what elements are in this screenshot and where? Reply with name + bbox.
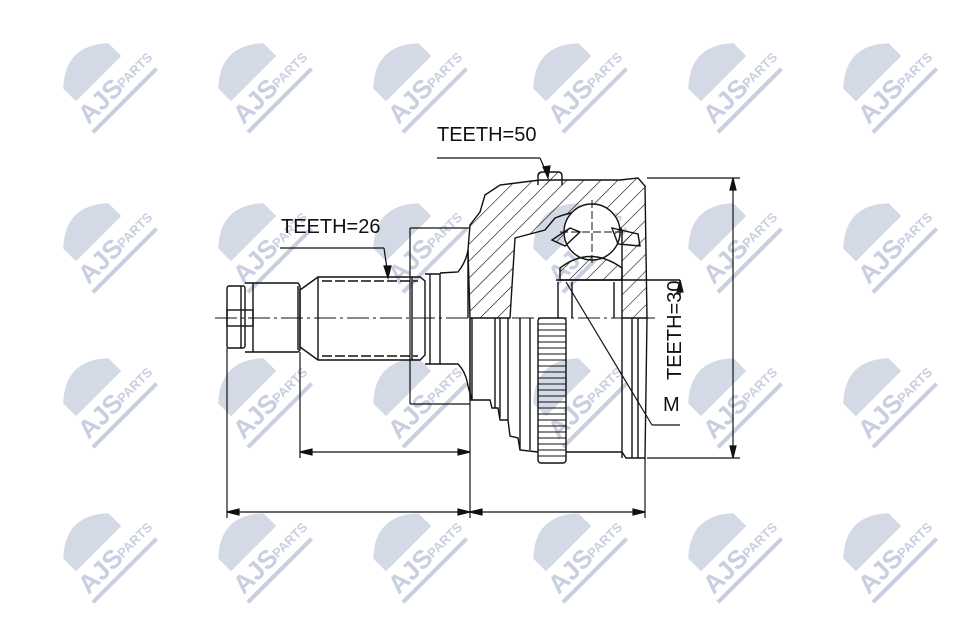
label-teeth-outer: TEETH=50 bbox=[437, 124, 537, 146]
splined-shaft bbox=[299, 276, 426, 361]
label-thread-m: M bbox=[663, 394, 680, 416]
label-teeth-shaft: TEETH=26 bbox=[281, 216, 381, 238]
dimension-lines bbox=[226, 157, 740, 518]
abs-ring-teeth bbox=[538, 323, 566, 457]
label-teeth-inner: TEETH=30 bbox=[664, 280, 686, 380]
shaft-neck bbox=[425, 249, 473, 401]
